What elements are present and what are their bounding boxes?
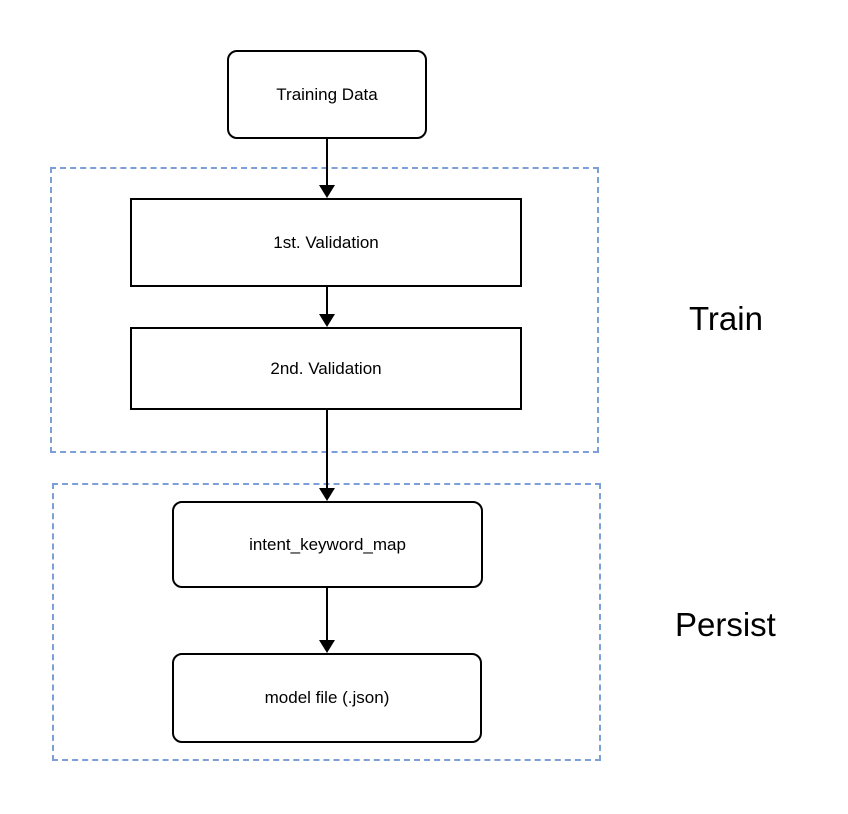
arrow-down-icon	[319, 640, 335, 653]
arrow-first-to-second-validation	[319, 287, 335, 327]
group-label-persist: Persist	[675, 606, 776, 643]
node-training-data: Training Data	[227, 50, 427, 139]
node-training-data-label: Training Data	[276, 84, 378, 104]
node-model-file-label: model file (.json)	[264, 688, 390, 707]
arrow-training-to-first-validation	[319, 139, 335, 198]
arrow-down-icon	[319, 488, 335, 501]
arrow-down-icon	[319, 314, 335, 327]
node-model-file: model file (.json)	[172, 653, 482, 743]
arrow-shaft	[326, 410, 328, 490]
arrow-down-icon	[319, 185, 335, 198]
arrow-shaft	[326, 588, 328, 642]
group-train	[50, 167, 599, 453]
node-first-validation-label: 1st. Validation	[273, 232, 379, 252]
node-first-validation: 1st. Validation	[130, 198, 522, 287]
node-second-validation: 2nd. Validation	[130, 327, 522, 410]
node-intent-keyword-map: intent_keyword_map	[172, 501, 483, 588]
group-label-train: Train	[689, 300, 763, 337]
arrow-shaft	[326, 139, 328, 187]
arrow-intent-map-to-model-file	[319, 588, 335, 653]
node-second-validation-label: 2nd. Validation	[270, 358, 382, 378]
arrow-second-validation-to-intent-map	[319, 410, 335, 501]
node-intent-keyword-map-label: intent_keyword_map	[249, 534, 406, 554]
arrow-shaft	[326, 287, 328, 316]
